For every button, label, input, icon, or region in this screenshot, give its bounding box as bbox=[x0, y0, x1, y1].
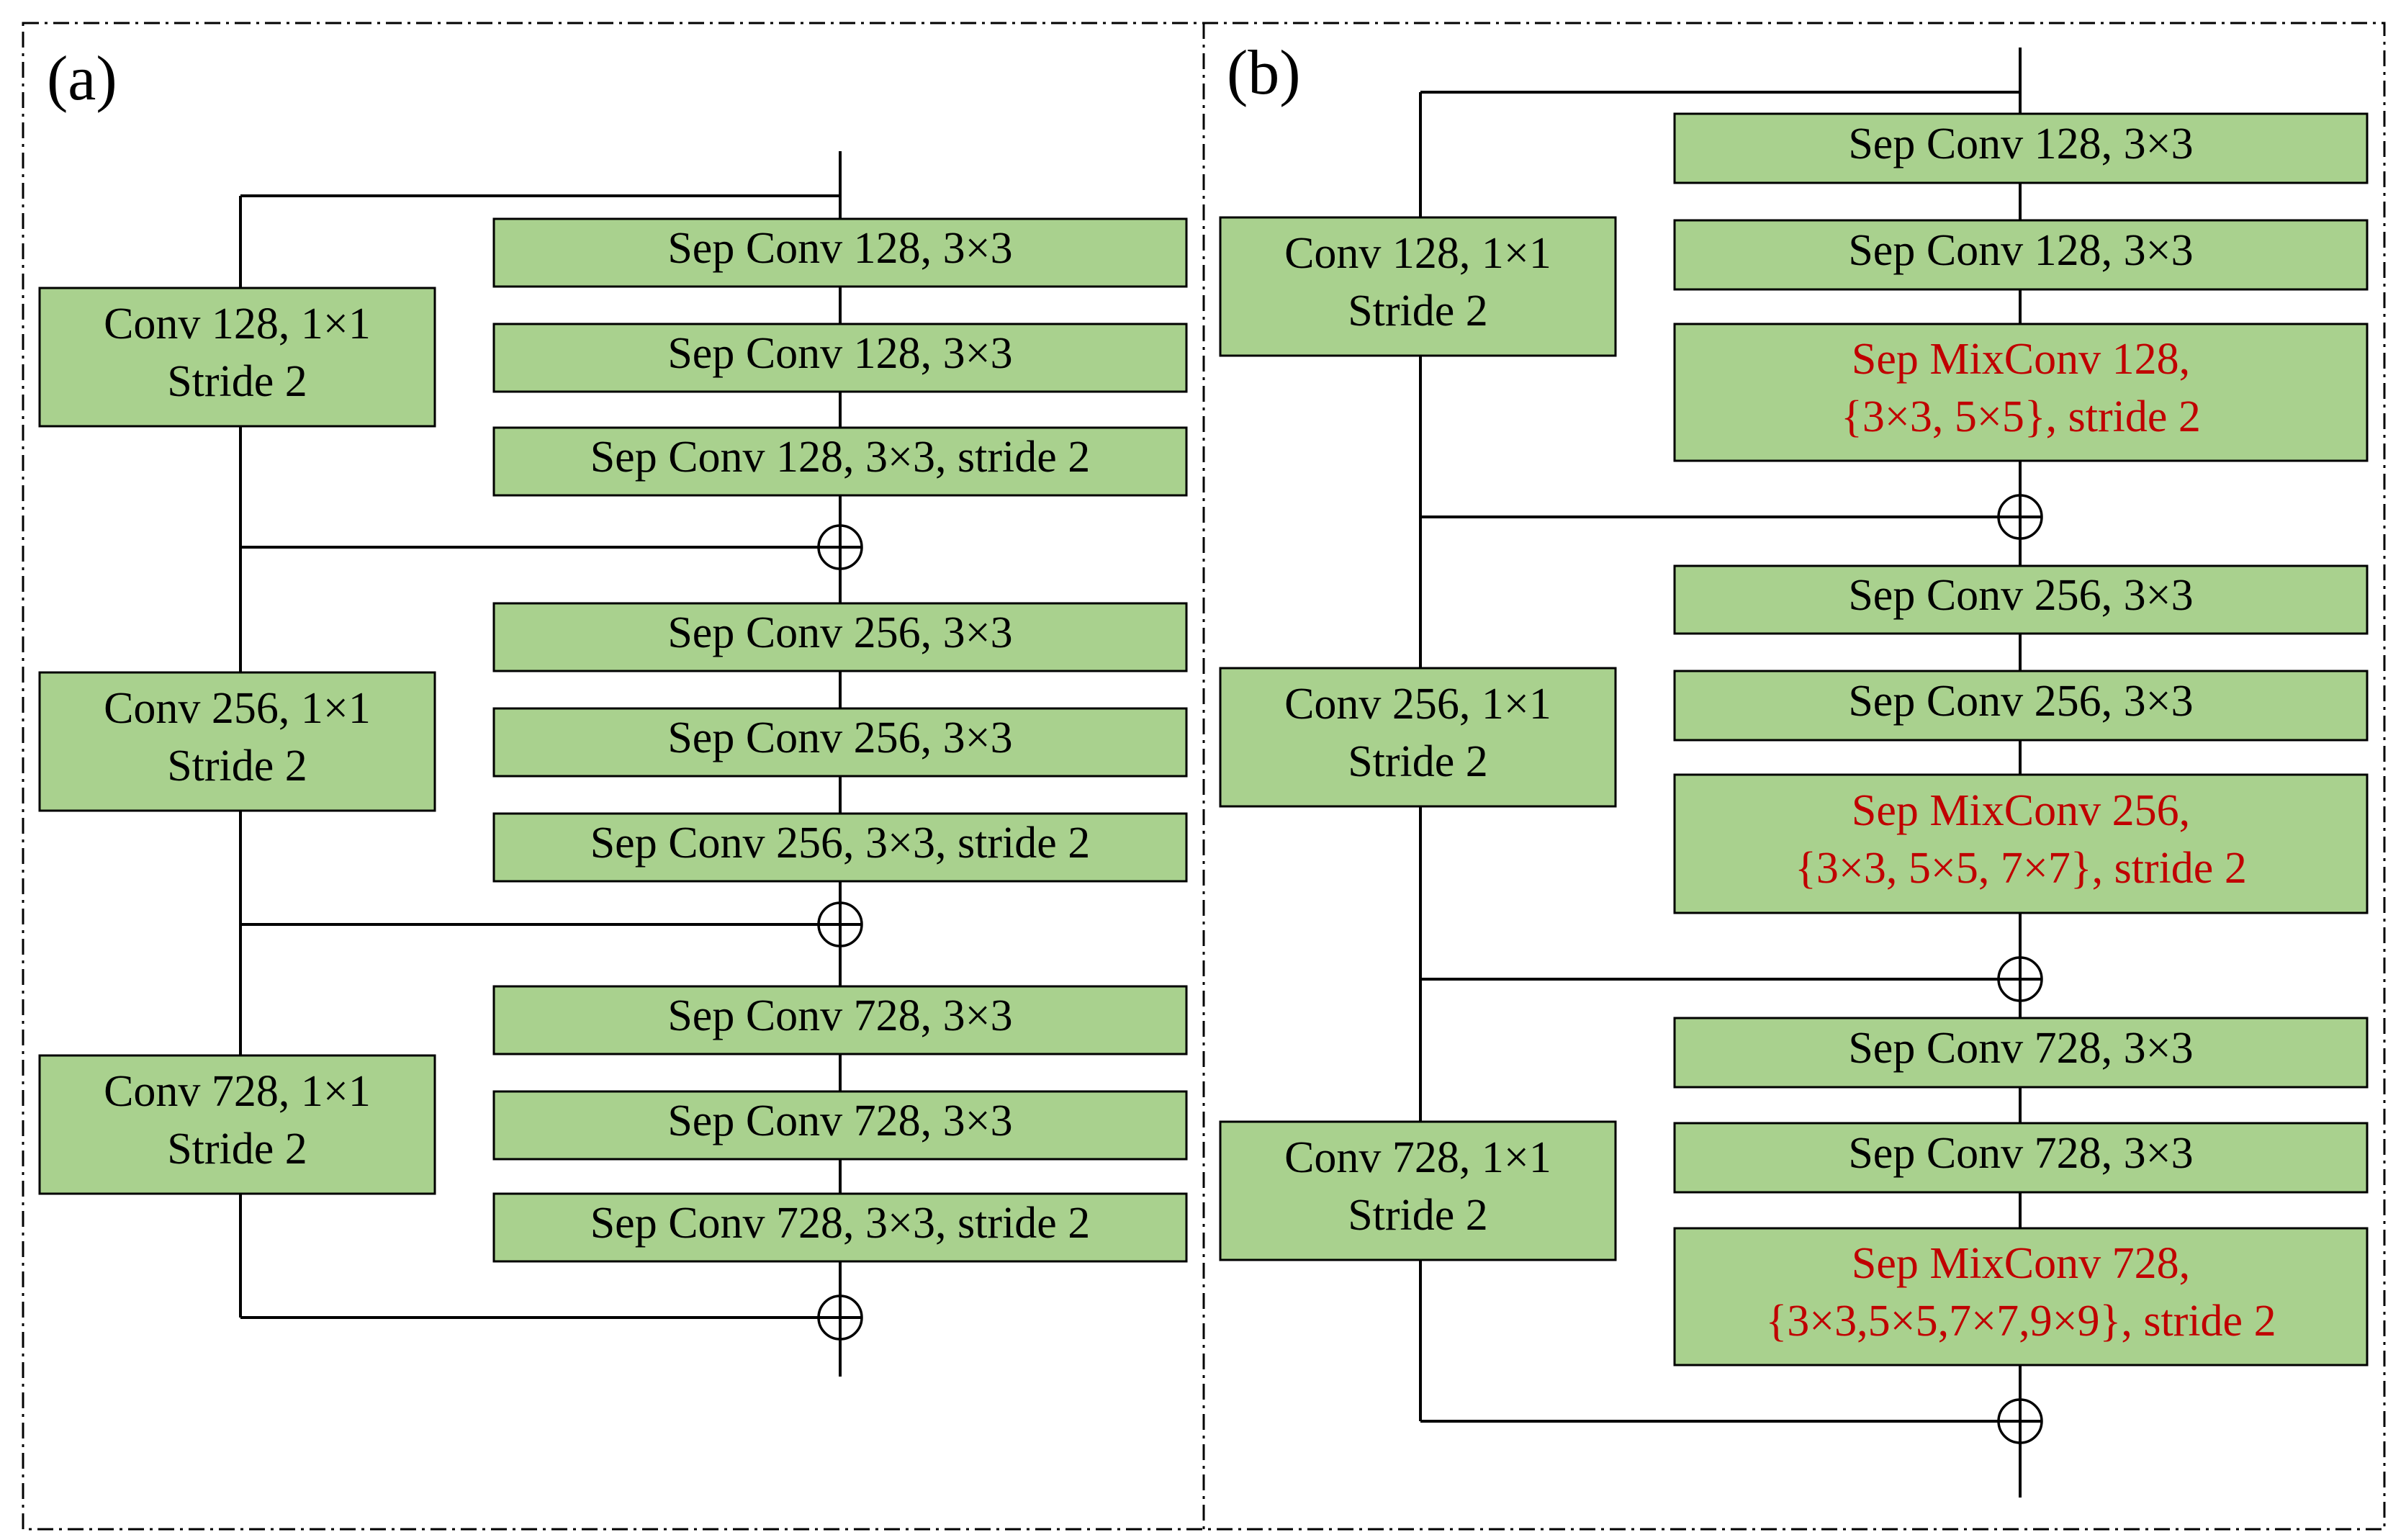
sep-conv-block: Sep Conv 128, 3×3 bbox=[492, 323, 1188, 393]
shortcut-conv-label: Conv 728, 1×1 bbox=[104, 1067, 371, 1116]
sep-conv-label: Sep Conv 728, 3×3 bbox=[1848, 1129, 2193, 1178]
shortcut-conv-label: Conv 128, 1×1 bbox=[104, 300, 371, 348]
shortcut-conv-label: Conv 256, 1×1 bbox=[104, 684, 371, 733]
sep-conv-label: Sep Conv 728, 3×3, stride 2 bbox=[590, 1199, 1091, 1248]
sep-conv-box bbox=[492, 217, 1188, 288]
panel-label: (b) bbox=[1227, 38, 1301, 108]
mixconv-label: Sep MixConv 728, bbox=[1852, 1239, 2190, 1288]
sep-conv-label: Sep Conv 256, 3×3 bbox=[1848, 571, 2193, 620]
sep-conv-block: Sep Conv 256, 3×3 bbox=[492, 602, 1188, 672]
sep-conv-label: Sep Conv 128, 3×3 bbox=[1848, 120, 2193, 168]
shortcut-conv-box bbox=[38, 1054, 436, 1195]
panel-label: (a) bbox=[47, 44, 117, 114]
shortcut-conv-label: Conv 128, 1×1 bbox=[1284, 229, 1551, 278]
mixconv-box bbox=[1673, 773, 2369, 914]
shortcut-conv-label: Stride 2 bbox=[1348, 1191, 1488, 1240]
mixconv-box bbox=[1673, 1227, 2369, 1366]
sum-node bbox=[817, 901, 863, 947]
sep-conv-box bbox=[492, 323, 1188, 393]
sep-conv-block: Sep Conv 256, 3×3, stride 2 bbox=[492, 812, 1188, 883]
sep-conv-label: Sep Conv 728, 3×3 bbox=[667, 991, 1012, 1040]
mixconv-label: {3×3, 5×5, 7×7}, stride 2 bbox=[1795, 844, 2247, 893]
sep-conv-box bbox=[492, 812, 1188, 883]
sep-conv-label: Sep Conv 128, 3×3, stride 2 bbox=[590, 433, 1091, 482]
mixconv-label: Sep MixConv 128, bbox=[1852, 335, 2190, 384]
sep-conv-block: Sep Conv 128, 3×3 bbox=[1673, 219, 2369, 291]
sep-conv-box bbox=[492, 426, 1188, 497]
mixconv-box bbox=[1673, 323, 2369, 462]
shortcut-conv-label: Stride 2 bbox=[167, 1125, 307, 1174]
shortcut-conv-label: Stride 2 bbox=[1348, 737, 1488, 786]
sep-conv-label: Sep Conv 256, 3×3 bbox=[667, 608, 1012, 657]
shortcut-conv-label: Stride 2 bbox=[167, 357, 307, 406]
sep-conv-block: Sep Conv 256, 3×3 bbox=[1673, 670, 2369, 742]
sum-node bbox=[1997, 494, 2043, 540]
shortcut-conv-box bbox=[1219, 667, 1617, 808]
sep-conv-block: Sep Conv 128, 3×3 bbox=[492, 217, 1188, 288]
sep-conv-label: Sep Conv 256, 3×3 bbox=[1848, 677, 2193, 726]
sep-conv-box bbox=[1673, 670, 2369, 742]
sep-conv-block: Sep Conv 128, 3×3 bbox=[1673, 112, 2369, 184]
shortcut-conv-box bbox=[1219, 216, 1617, 357]
sep-conv-block: Sep Conv 128, 3×3, stride 2 bbox=[492, 426, 1188, 497]
sep-conv-block: Sep Conv 728, 3×3 bbox=[492, 1090, 1188, 1161]
sep-conv-label: Sep Conv 128, 3×3 bbox=[1848, 226, 2193, 275]
sum-node bbox=[817, 524, 863, 570]
sum-node bbox=[817, 1294, 863, 1341]
frame-border bbox=[22, 22, 2386, 1531]
sep-conv-box bbox=[1673, 219, 2369, 291]
shortcut-conv-box bbox=[38, 671, 436, 812]
sep-conv-label: Sep Conv 256, 3×3, stride 2 bbox=[590, 819, 1091, 868]
mixconv-block: Sep MixConv 128, {3×3, 5×5}, stride 2 bbox=[1673, 323, 2369, 462]
sep-conv-label: Sep Conv 728, 3×3 bbox=[1848, 1024, 2193, 1073]
shortcut-conv-label: Conv 728, 1×1 bbox=[1284, 1133, 1551, 1182]
sep-conv-block: Sep Conv 728, 3×3 bbox=[1673, 1122, 2369, 1194]
shortcut-conv-box bbox=[38, 287, 436, 428]
shortcut-conv-box bbox=[1219, 1120, 1617, 1261]
shortcut-conv-label: Conv 256, 1×1 bbox=[1284, 680, 1551, 729]
mixconv-label: Sep MixConv 256, bbox=[1852, 786, 2190, 835]
sep-conv-box bbox=[1673, 564, 2369, 635]
sum-node bbox=[1997, 956, 2043, 1002]
sep-conv-box bbox=[492, 1090, 1188, 1161]
mixconv-block: Sep MixConv 256, {3×3, 5×5, 7×7}, stride … bbox=[1673, 773, 2369, 914]
sep-conv-label: Sep Conv 128, 3×3 bbox=[667, 224, 1012, 273]
sep-conv-box bbox=[492, 985, 1188, 1055]
mixconv-label: {3×3, 5×5}, stride 2 bbox=[1841, 392, 2201, 441]
sep-conv-box bbox=[492, 1192, 1188, 1263]
sep-conv-box bbox=[492, 707, 1188, 778]
sep-conv-block: Sep Conv 728, 3×3, stride 2 bbox=[492, 1192, 1188, 1263]
sep-conv-block: Sep Conv 256, 3×3 bbox=[1673, 564, 2369, 635]
sep-conv-block: Sep Conv 728, 3×3 bbox=[1673, 1017, 2369, 1089]
sum-node bbox=[1997, 1398, 2043, 1444]
sep-conv-box bbox=[492, 602, 1188, 672]
shortcut-conv-label: Stride 2 bbox=[1348, 287, 1488, 336]
sep-conv-label: Sep Conv 728, 3×3 bbox=[667, 1097, 1012, 1145]
sep-conv-block: Sep Conv 256, 3×3 bbox=[492, 707, 1188, 778]
sep-conv-block: Sep Conv 728, 3×3 bbox=[492, 985, 1188, 1055]
sep-conv-label: Sep Conv 128, 3×3 bbox=[667, 329, 1012, 378]
sep-conv-box bbox=[1673, 1122, 2369, 1194]
sep-conv-box bbox=[1673, 1017, 2369, 1089]
mixconv-block: Sep MixConv 728, {3×3,5×5,7×7,9×9}, strid… bbox=[1673, 1227, 2369, 1366]
sep-conv-box bbox=[1673, 112, 2369, 184]
shortcut-conv-label: Stride 2 bbox=[167, 742, 307, 791]
mixconv-label: {3×3,5×5,7×7,9×9}, stride 2 bbox=[1765, 1297, 2276, 1346]
sep-conv-label: Sep Conv 256, 3×3 bbox=[667, 713, 1012, 762]
